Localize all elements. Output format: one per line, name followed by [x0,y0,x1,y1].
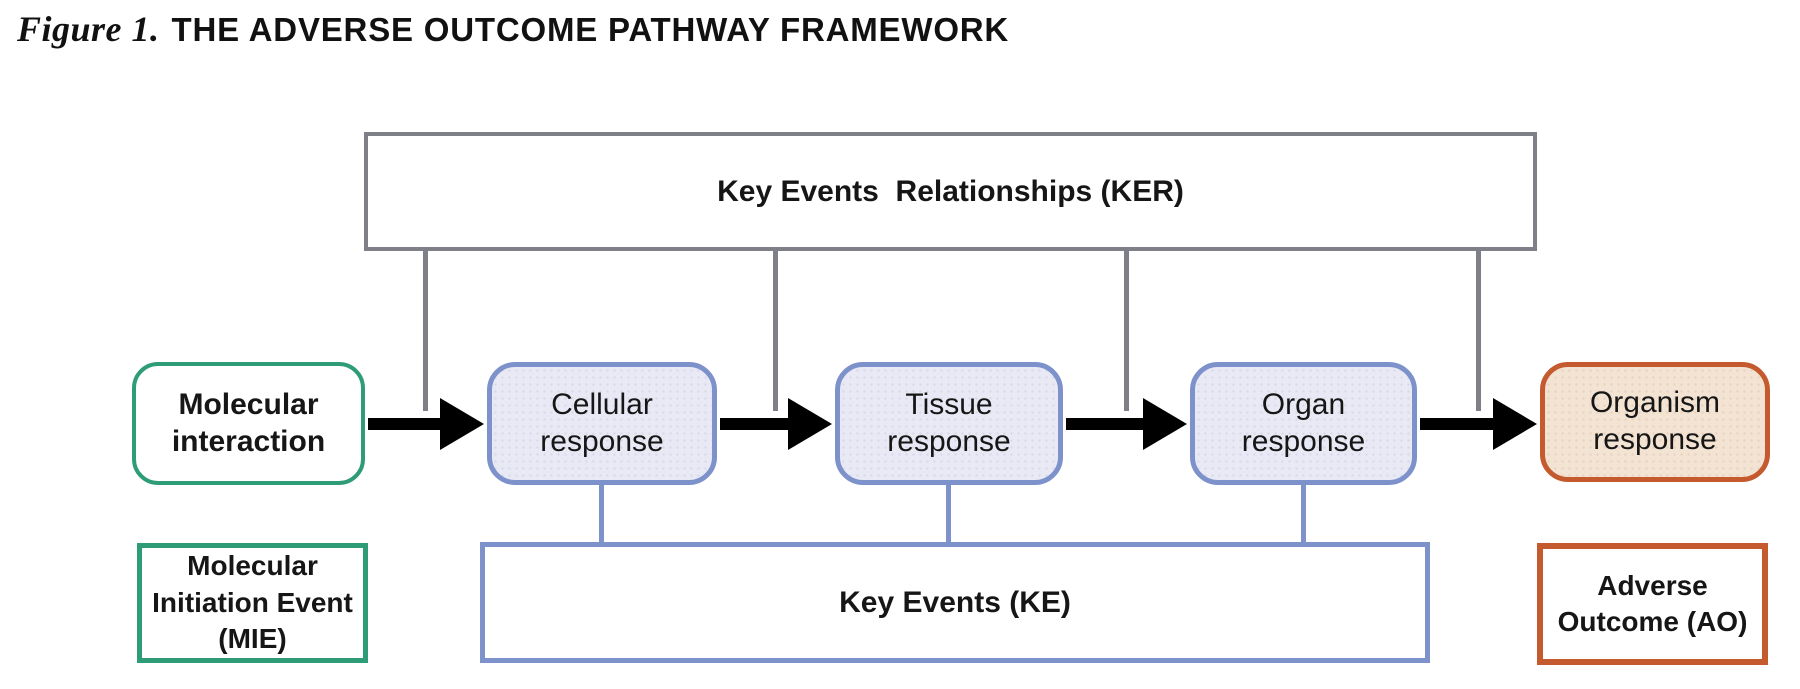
arrow-head-icon [788,398,832,450]
ke-connector-line [1301,484,1306,544]
figure-number-label: Figure 1. [17,9,160,49]
ker-connector-line [1124,251,1129,411]
node-cellular-response: Cellular response [487,362,717,485]
arrow-head-icon [1143,398,1187,450]
node-molecular-interaction: Molecular interaction [132,362,365,485]
figure-title: Figure 1. THE ADVERSE OUTCOME PATHWAY FRA… [17,8,1009,50]
flow-arrow [720,398,832,450]
arrow-shaft [1066,418,1143,430]
node-label: Cellular response [540,387,664,458]
node-label: Molecular interaction [171,387,326,458]
mie-annotation-box: Molecular Initiation Event (MIE) [137,543,368,663]
node-label: Tissue response [887,387,1011,458]
node-label: Organ response [1241,387,1366,458]
ke-connector-line [599,484,604,544]
ke-connector-line [946,484,951,544]
flow-arrow [368,398,484,450]
ker-connector-line [1476,251,1481,411]
arrow-shaft [368,418,440,430]
ke-group-box: Key Events (KE) [480,542,1430,663]
ker-connector-line [423,251,428,411]
arrow-shaft [720,418,788,430]
ker-group-box: Key Events Relationships (KER) [364,132,1537,251]
ker-label: Key Events Relationships (KER) [717,174,1184,208]
flow-arrow [1066,398,1187,450]
node-organ-response: Organ response [1190,362,1417,485]
ker-connector-line [773,251,778,411]
mie-label: Molecular Initiation Event (MIE) [152,550,353,655]
figure-title-text: THE ADVERSE OUTCOME PATHWAY FRAMEWORK [171,11,1010,48]
node-label: Organism response [1589,386,1721,456]
ke-label: Key Events (KE) [839,585,1071,619]
flow-arrow [1420,398,1537,450]
node-tissue-response: Tissue response [835,362,1063,485]
arrow-head-icon [440,398,484,450]
arrow-head-icon [1493,398,1537,450]
ao-label: Adverse Outcome (AO) [1557,569,1748,637]
arrow-shaft [1420,418,1493,430]
node-organism-response: Organism response [1540,362,1770,482]
ao-annotation-box: Adverse Outcome (AO) [1537,543,1768,665]
